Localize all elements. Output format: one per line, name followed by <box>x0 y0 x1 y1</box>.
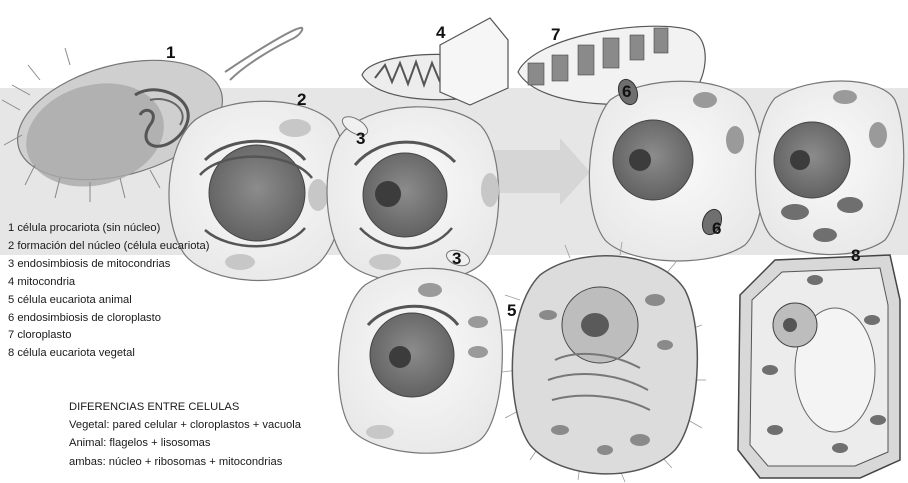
legend-item: 2 formación del núcleo (célula eucariota… <box>8 238 209 256</box>
label-2: 2 <box>297 90 306 109</box>
legend-item: 6 endosimbiosis de cloroplasto <box>8 310 209 328</box>
eukaryote-with-chloroplasts <box>755 81 903 255</box>
legend-item: 4 mitocondria <box>8 274 209 292</box>
difference-line: Animal: flagelos + lisosomas <box>69 434 301 452</box>
legend: 1 célula procariota (sin núcleo) 2 forma… <box>8 220 209 363</box>
label-1: 1 <box>166 43 175 62</box>
label-3b: 3 <box>452 249 461 268</box>
difference-line: ambas: núcleo + ribosomas + mitocondrias <box>69 453 301 471</box>
chloroplast-endosymbiosis-cell: 6 6 <box>589 77 763 261</box>
label-6b: 6 <box>712 219 721 238</box>
legend-item: 7 cloroplasto <box>8 327 209 345</box>
label-6a: 6 <box>622 82 631 101</box>
label-8: 8 <box>851 246 860 265</box>
label-4: 4 <box>436 23 446 42</box>
label-5: 5 <box>507 301 516 320</box>
differences-title: DIFERENCIAS ENTRE CELULAS <box>69 398 301 416</box>
label-7: 7 <box>551 25 560 44</box>
difference-line: Vegetal: pared celular + cloroplastos + … <box>69 416 301 434</box>
eukaryote-with-mitochondria <box>338 268 502 453</box>
legend-item: 1 célula procariota (sin núcleo) <box>8 220 209 238</box>
animal-cell: 5 <box>502 242 706 482</box>
legend-item: 3 endosimbiosis de mitocondrias <box>8 256 209 274</box>
mitochondrion: 4 <box>362 18 508 105</box>
plant-cell: 8 <box>738 246 900 478</box>
legend-item: 8 célula eucariota vegetal <box>8 345 209 363</box>
differences-box: DIFERENCIAS ENTRE CELULAS Vegetal: pared… <box>69 398 301 471</box>
label-3a: 3 <box>356 129 365 148</box>
legend-item: 5 célula eucariota animal <box>8 292 209 310</box>
mitochondria-endosymbiosis-cell: 3 3 <box>327 107 499 283</box>
